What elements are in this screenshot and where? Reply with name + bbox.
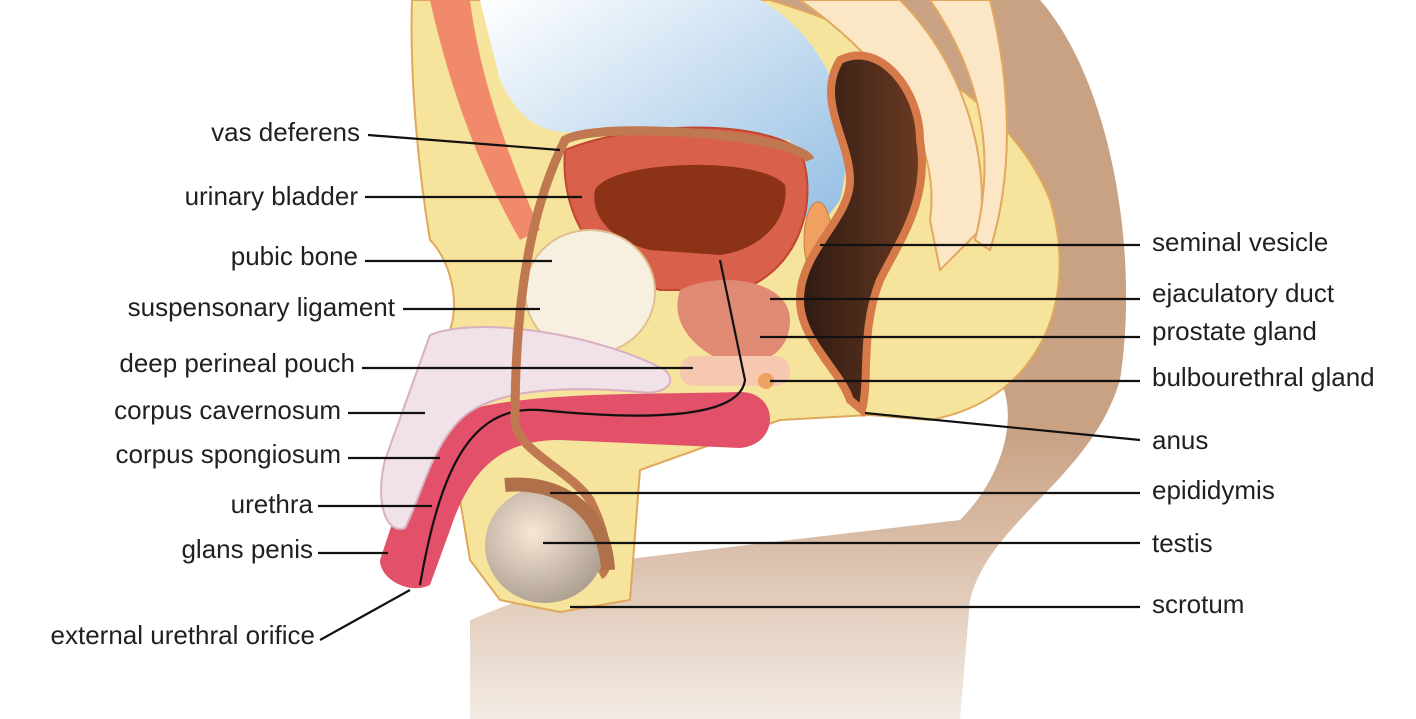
label-ejaculatory-duct: ejaculatory duct — [1152, 278, 1335, 308]
label-vas-deferens: vas deferens — [211, 117, 360, 147]
leader-anus — [864, 411, 1141, 442]
label-glans-penis: glans penis — [181, 534, 313, 564]
label-anus: anus — [1152, 425, 1208, 455]
label-urethra: urethra — [231, 489, 314, 519]
label-urinary-bladder: urinary bladder — [185, 181, 359, 211]
left-labels: vas deferens urinary bladder pubic bone … — [51, 117, 396, 650]
epididymis — [504, 477, 615, 571]
bulbourethral-gland — [758, 373, 774, 389]
label-deep-perineal-pouch: deep perineal pouch — [119, 348, 355, 378]
label-pubic-bone: pubic bone — [231, 241, 358, 271]
label-scrotum: scrotum — [1152, 589, 1244, 619]
label-bulbourethral-gland: bulbourethral gland — [1152, 362, 1375, 392]
corpus-cavernosum — [380, 326, 672, 530]
right-labels: seminal vesicle ejaculatory duct prostat… — [1152, 227, 1375, 619]
label-external-urethral-orifice: external urethral orifice — [51, 620, 315, 650]
leader-lines — [318, 133, 1141, 641]
vas-deferens — [510, 126, 815, 580]
label-epididymis: epididymis — [1152, 475, 1275, 505]
rectum — [795, 51, 926, 418]
corpus-spongiosum — [380, 392, 770, 589]
label-corpus-spongiosum: corpus spongiosum — [116, 439, 341, 469]
label-seminal-vesicle: seminal vesicle — [1152, 227, 1328, 257]
pelvic-cavity — [480, 0, 847, 240]
leader-external-urethral-orifice — [319, 589, 411, 641]
label-corpus-cavernosum: corpus cavernosum — [114, 395, 341, 425]
bladder-lumen — [594, 164, 786, 255]
leader-vas-deferens — [367, 133, 561, 152]
urethra — [418, 259, 747, 586]
label-prostate-gland: prostate gland — [1152, 316, 1317, 346]
testis — [485, 487, 605, 603]
label-testis: testis — [1152, 528, 1213, 558]
abdominal-muscle — [430, 0, 540, 240]
label-suspensory-ligament: suspensonary ligament — [128, 292, 396, 322]
